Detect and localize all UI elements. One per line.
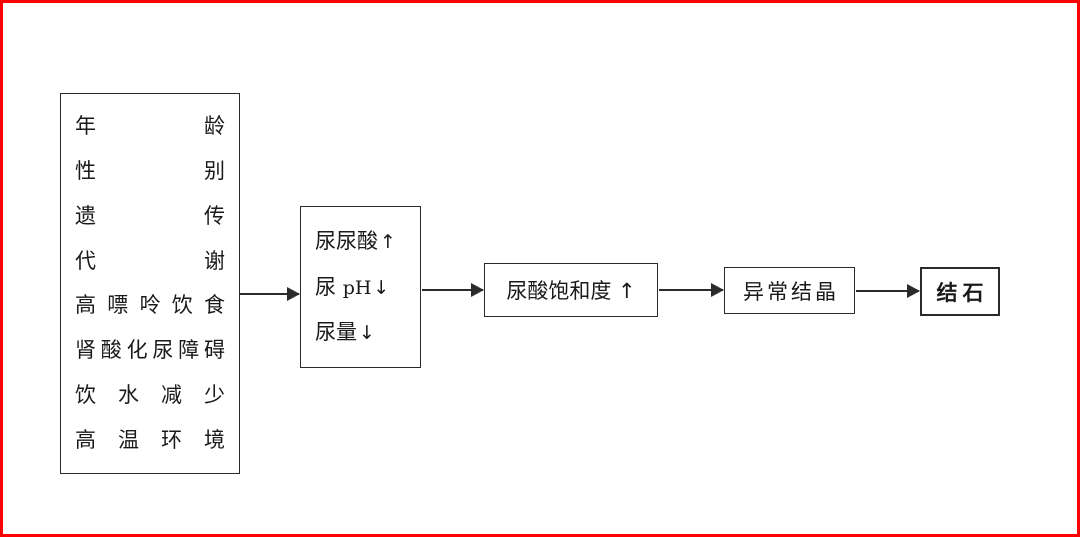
edge-urine-to-saturation: [422, 283, 484, 297]
factor-char: 温: [118, 428, 139, 453]
urine-label: 尿: [315, 274, 336, 299]
factor-char: 肾: [75, 338, 96, 363]
factor-char: 龄: [204, 113, 225, 138]
factor-char: 谢: [204, 248, 225, 273]
factor-char: 高: [75, 293, 96, 318]
factor-row: 肾 酸 化 尿 障 碍: [75, 339, 225, 362]
arrowhead-icon: [711, 283, 724, 297]
urine-chemistry-box: 尿尿酸↑ 尿 pH↓ 尿量↓: [300, 206, 421, 368]
urine-ph-label: pH: [342, 276, 372, 299]
arrowhead-icon: [471, 283, 484, 297]
risk-factors-box: 年 龄 性 别 遗 传 代 谢 高 嘌 呤 饮 食 肾 酸 化 尿 障 碍: [60, 93, 240, 474]
abnormal-crystal-box: 异常结晶: [724, 267, 855, 314]
trend-up-icon: ↑: [380, 231, 396, 254]
edge-crystal-to-stone: [856, 284, 920, 298]
urine-row: 尿 pH↓: [315, 275, 420, 300]
factor-row: 年 龄: [75, 113, 225, 138]
factor-char: 代: [75, 248, 96, 273]
factor-char: 嘌: [107, 293, 129, 318]
factor-char: 境: [204, 428, 225, 453]
factor-char: 化: [126, 338, 148, 363]
uric-acid-saturation-box: 尿酸饱和度 ↑: [484, 263, 658, 317]
edge-factors-to-urine: [240, 287, 300, 301]
trend-down-icon: ↓: [373, 276, 390, 299]
factor-char: 环: [161, 428, 182, 453]
urine-label: 尿尿酸: [315, 229, 378, 254]
factor-row: 饮 水 减 少: [75, 384, 225, 407]
node-label: 结石: [936, 280, 989, 305]
factor-row: 代 谢: [75, 248, 225, 273]
factor-char: 减: [161, 383, 182, 408]
factor-char: 传: [204, 203, 225, 228]
factor-row: 性 别: [75, 158, 225, 183]
factor-row: 高 嘌 呤 饮 食: [75, 294, 225, 317]
stone-box: 结石: [920, 267, 1000, 316]
edge-saturation-to-crystal: [659, 283, 724, 297]
factor-char: 少: [204, 383, 225, 408]
node-label: 尿酸饱和度 ↑: [506, 279, 636, 303]
urine-label: 尿量: [315, 319, 357, 344]
factor-char: 高: [75, 428, 96, 453]
factor-char: 遗: [75, 203, 96, 228]
urine-row: 尿尿酸↑: [315, 229, 420, 254]
factor-row: 高 温 环 境: [75, 428, 225, 453]
urine-row: 尿量↓: [315, 320, 420, 345]
arrowhead-icon: [287, 287, 300, 301]
arrowhead-icon: [907, 284, 920, 298]
factor-char: 呤: [139, 293, 161, 318]
factor-char: 障: [178, 338, 200, 363]
factor-char: 水: [118, 383, 139, 408]
factor-char: 年: [75, 113, 96, 138]
factor-char: 食: [204, 293, 225, 318]
factor-row: 遗 传: [75, 203, 225, 228]
factor-char: 尿: [152, 338, 174, 363]
factor-char: 饮: [171, 293, 193, 318]
factor-char: 饮: [75, 383, 96, 408]
node-label: 异常结晶: [743, 279, 839, 304]
factor-char: 碍: [203, 338, 225, 363]
factor-char: 性: [75, 158, 96, 183]
trend-down-icon: ↓: [359, 321, 375, 344]
factor-char: 别: [204, 158, 225, 183]
factor-char: 酸: [100, 338, 122, 363]
